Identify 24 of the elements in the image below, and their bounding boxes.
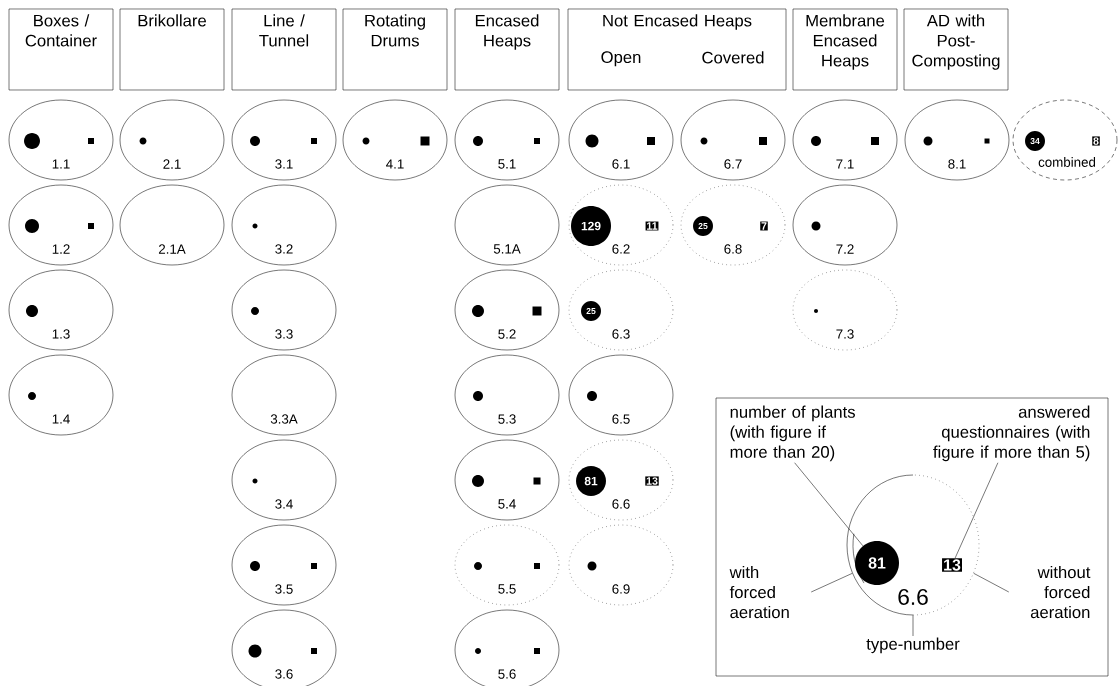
- category-header-box: Line / Tunnel: [231, 8, 337, 91]
- questionnaire-square: 7: [760, 221, 768, 231]
- questionnaire-square: 13: [942, 558, 962, 572]
- leader-line: [912, 615, 914, 637]
- leader-line: [810, 573, 853, 593]
- questionnaire-square: 8: [1092, 136, 1100, 146]
- legend-text: number of plants (with figure if more than 20): [730, 405, 855, 462]
- legend-text: with forced aeration: [729, 565, 789, 619]
- category-header-box: Rotating Drums: [342, 8, 448, 91]
- leader-line: [794, 462, 864, 547]
- category-header-box: Membrane Encased Heaps: [792, 8, 898, 91]
- leader-line: [954, 462, 999, 559]
- category-header-box: Not Encased Heaps Open Covered: [567, 8, 787, 91]
- legend-text: answered questionnaires (with figure if more than 5): [933, 405, 1090, 462]
- questionnaire-square: 13: [645, 476, 659, 486]
- legend-box: [715, 397, 1109, 677]
- legend-text: type-number: [866, 637, 960, 654]
- category-header-box: Encased Heaps: [454, 8, 560, 91]
- category-header-box: Brikollare: [119, 8, 225, 91]
- leader-line: [973, 573, 1010, 593]
- category-header-box: AD with Post-Composting: [903, 8, 1009, 91]
- questionnaire-square: 11: [645, 221, 659, 231]
- category-header-box: Boxes / Container: [8, 8, 114, 91]
- legend-text: without forced aeration: [1030, 565, 1091, 619]
